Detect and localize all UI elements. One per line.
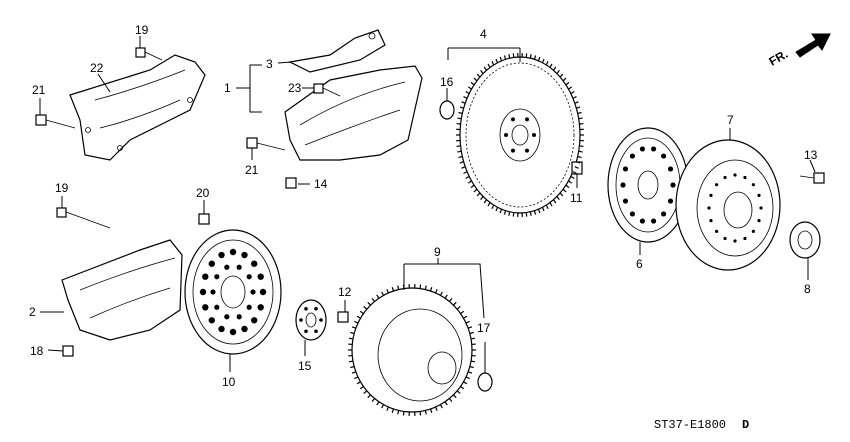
- upper-left-cover-plate: [69, 54, 206, 161]
- callout-14: 14: [314, 177, 328, 191]
- callout-21-left: 21: [32, 83, 46, 97]
- callout-4: 4: [480, 27, 487, 41]
- o-ring-17: [477, 372, 493, 392]
- torque-converter: [351, 287, 473, 413]
- callout-19-upper: 19: [135, 23, 149, 37]
- drive-plate: [184, 229, 282, 355]
- bolt-21-left: [35, 114, 76, 129]
- shim-plate-holes: [299, 306, 323, 334]
- pressure-plate: [675, 139, 781, 271]
- callout-22: 22: [90, 61, 104, 75]
- callout-17: 17: [477, 321, 491, 335]
- bolt-13: [799, 172, 825, 184]
- bolt-19-upper: [135, 47, 163, 61]
- callout-23: 23: [288, 81, 302, 95]
- callout-18: 18: [30, 344, 44, 358]
- callout-20: 20: [196, 186, 210, 200]
- pressure-plate-finger-marks: [707, 173, 763, 243]
- pilot-bearing-16: [439, 100, 455, 120]
- callout-16: 16: [440, 75, 454, 89]
- callout-12: 12: [338, 285, 352, 299]
- callout-2: 2: [29, 305, 36, 319]
- release-bearing-8: [789, 221, 821, 259]
- flywheel-ring-gear-teeth: [456, 53, 584, 217]
- callout-6: 6: [636, 257, 643, 271]
- drive-plate-inner-holes: [210, 264, 256, 320]
- front-direction-label: FR.: [767, 47, 791, 69]
- shim-plate-15: [295, 299, 327, 341]
- bolt-19-lower: [56, 207, 111, 229]
- callout-3: 3: [266, 57, 273, 71]
- bolt-12: [337, 311, 349, 323]
- reference-suffix: D: [742, 418, 749, 432]
- front-direction-indicator: FR.: [767, 33, 831, 69]
- clutch-disc: [607, 127, 689, 243]
- callout-9: 9: [434, 245, 441, 259]
- callout-8: 8: [804, 282, 811, 296]
- callout-10: 10: [222, 375, 236, 389]
- arrow-icon: [795, 33, 831, 58]
- callout-numbers: 19 22 21 1 3 23 21 14 4 16 11 6 7 13 8 1…: [29, 23, 818, 389]
- callout-19-lower: 19: [55, 181, 69, 195]
- flywheel-bolt-holes: [504, 117, 536, 153]
- reference-code: ST37-E1800: [654, 418, 726, 432]
- lower-left-cover-plate: [61, 239, 183, 341]
- callout-1: 1: [224, 81, 231, 95]
- callout-13: 13: [804, 148, 818, 162]
- clutch-disc-facing-holes: [620, 146, 676, 224]
- callout-21-middle: 21: [245, 163, 259, 177]
- flywheel: [459, 56, 581, 214]
- middle-upper-cover: [284, 29, 423, 161]
- nut-18: [62, 345, 74, 357]
- bolt-21-middle: [246, 137, 286, 151]
- leader-lines: [39, 36, 816, 373]
- callout-15: 15: [298, 359, 312, 373]
- diagram-reference: ST37-E1800 D: [654, 418, 749, 432]
- torque-converter-ring-gear-teeth: [348, 284, 476, 416]
- callout-11: 11: [570, 191, 583, 205]
- callout-7: 7: [727, 113, 734, 127]
- drive-plate-outer-holes: [199, 248, 267, 336]
- bolt-20: [198, 213, 210, 225]
- nut-14: [285, 177, 297, 189]
